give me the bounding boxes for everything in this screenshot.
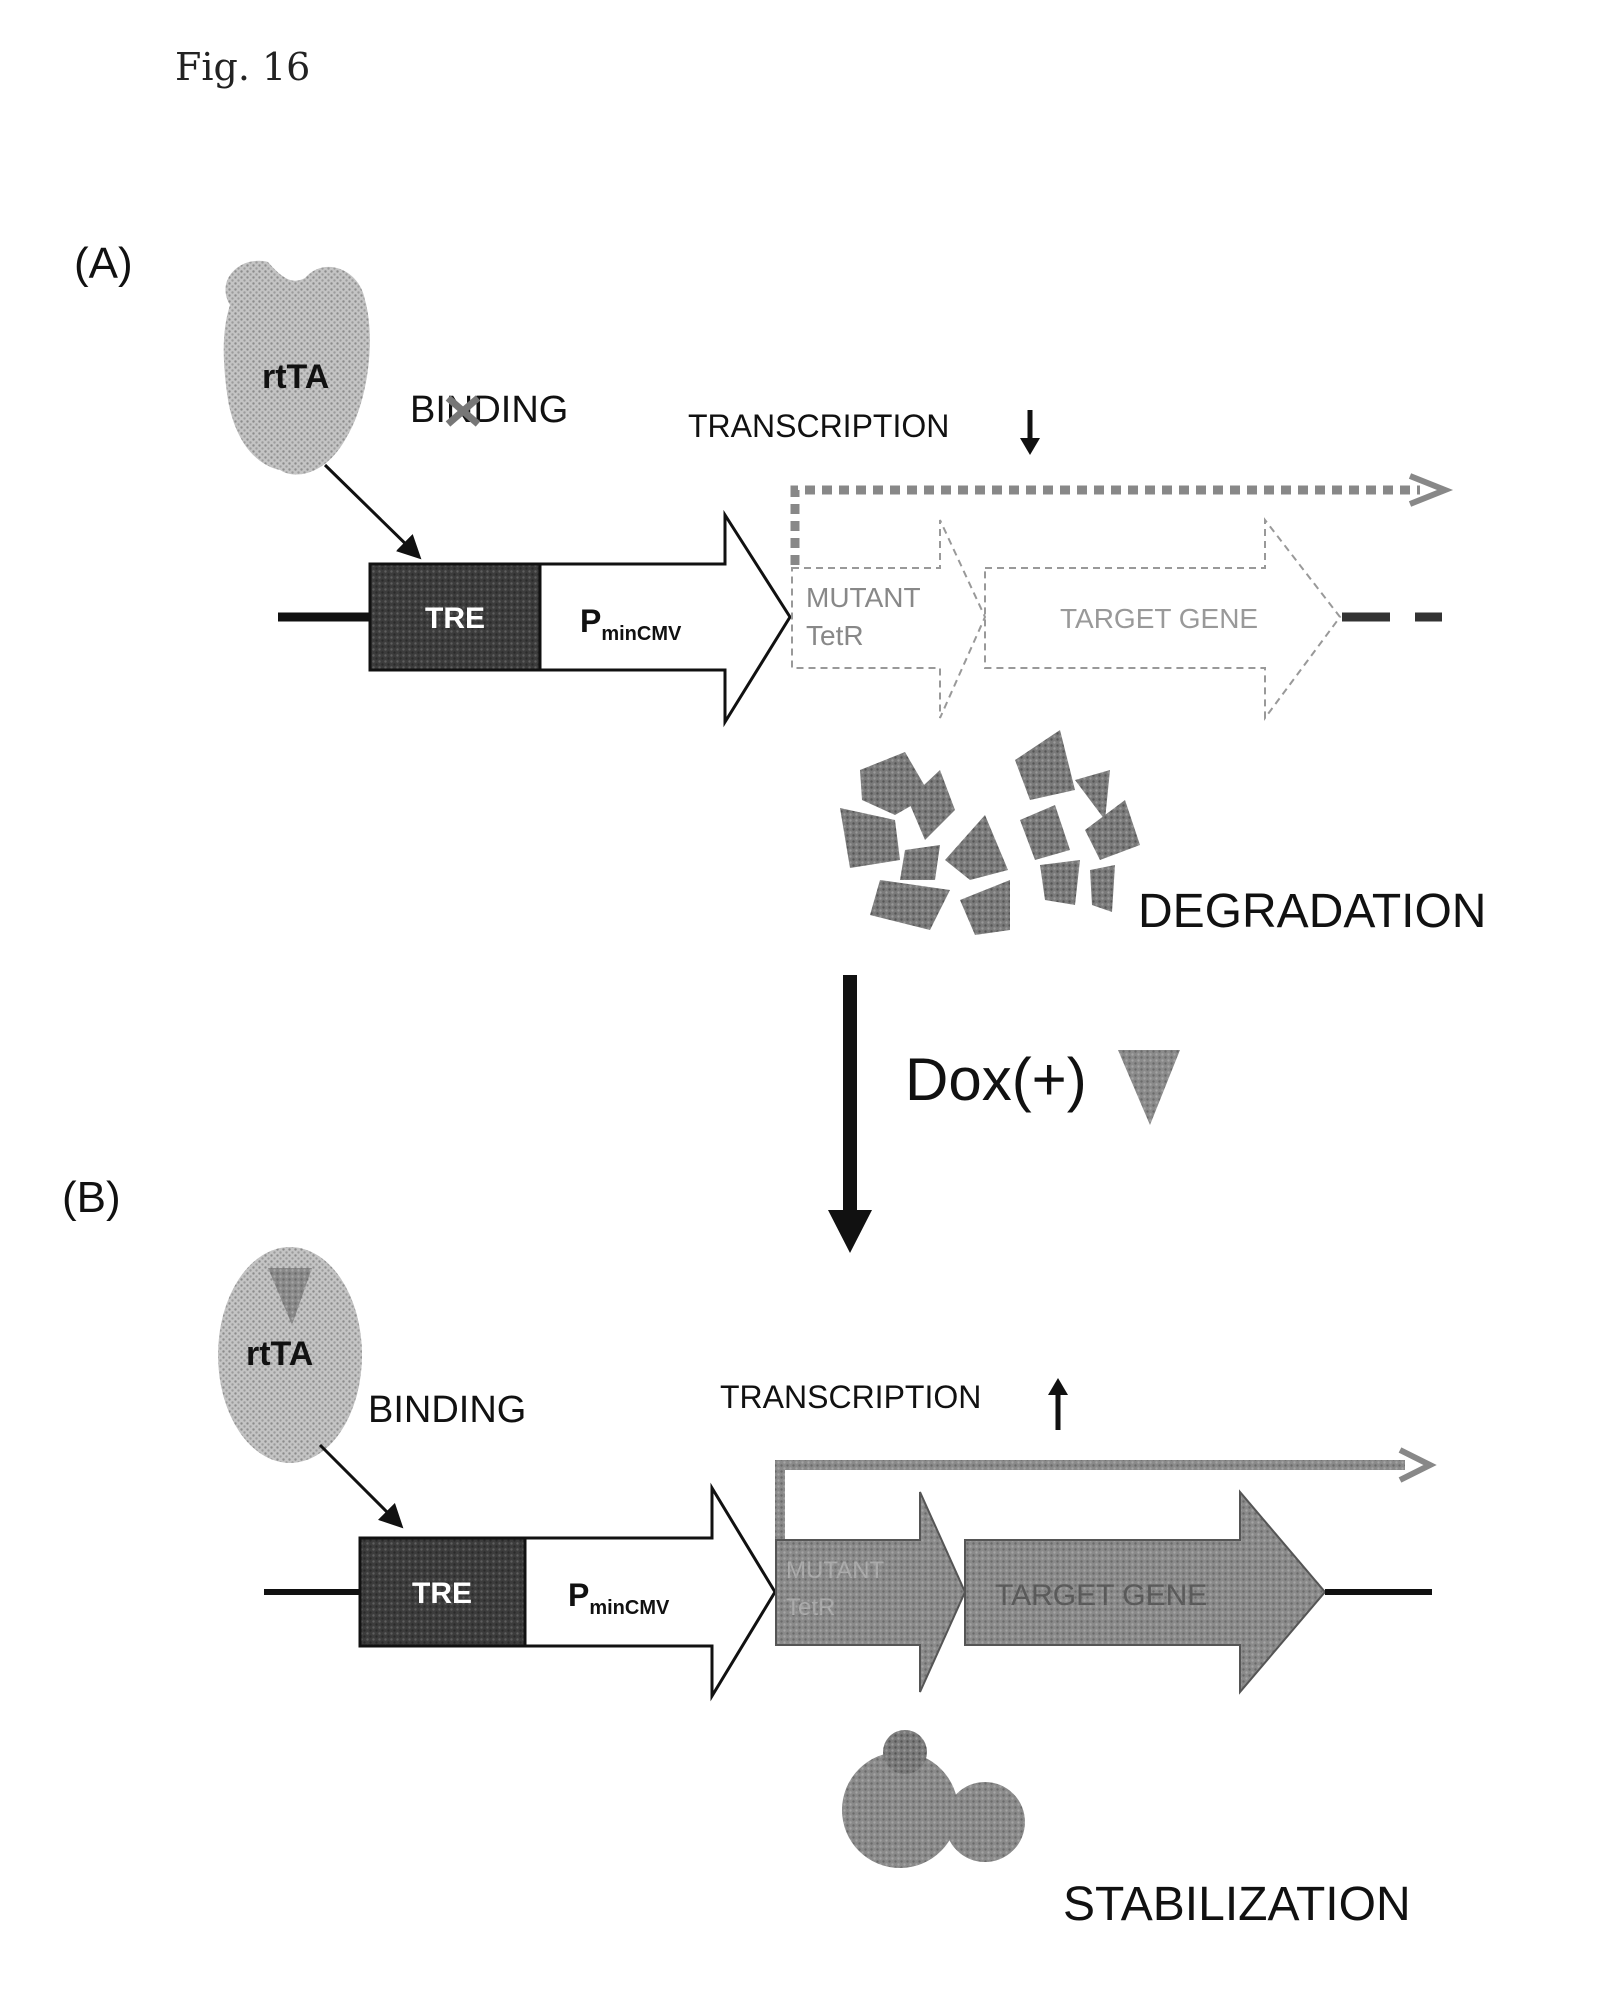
transcription-label-b: TRANSCRIPTION [720, 1379, 981, 1415]
promoter-arrow-b [525, 1488, 775, 1696]
tetr-label-a: TetR [806, 620, 864, 651]
rtta-label-a: rtTA [262, 358, 329, 396]
degradation-label: DEGRADATION [1138, 885, 1486, 938]
degraded-protein-fragments [840, 730, 1140, 935]
transcription-line-dotted-a [795, 490, 1420, 565]
tre-label-a: TRE [425, 602, 485, 635]
mutant-label-b: MUTANT [786, 1557, 885, 1584]
promoter-arrow-a [540, 515, 790, 722]
panel-a-label: (A) [74, 239, 133, 288]
panel-a: (A) rtTA BINDING TRANSCRIPTION TRE PminC… [74, 239, 1486, 938]
rtta-label-b: rtTA [246, 1335, 313, 1373]
binding-arrow-a [325, 465, 418, 556]
panel-b: (B) rtTA BINDING TRANSCRIPTION TRE PminC… [62, 1173, 1432, 1931]
stabilized-protein [842, 1730, 1025, 1868]
binding-arrow-b [320, 1445, 400, 1525]
mutant-label-a: MUTANT [806, 582, 921, 613]
binding-label-a: BINDING [410, 389, 568, 431]
mutant-tetr-arrow-a [792, 520, 985, 718]
transcription-line-solid-b [780, 1465, 1405, 1540]
dox-label: Dox(+) [905, 1046, 1087, 1113]
dox-triangle-icon [1118, 1050, 1180, 1125]
tre-label-b: TRE [412, 1577, 472, 1610]
transcription-arrowhead-a [1410, 476, 1445, 504]
transcription-label-a: TRANSCRIPTION [688, 408, 949, 444]
target-gene-label-a: TARGET GENE [1060, 603, 1258, 634]
stabilization-label: STABILIZATION [1063, 1878, 1411, 1931]
up-arrow-icon [1048, 1378, 1068, 1430]
transition-arrow-head [828, 1210, 872, 1253]
target-gene-label-b: TARGET GENE [995, 1579, 1207, 1612]
tetr-label-b: TetR [786, 1594, 835, 1621]
dox-transition: Dox(+) [828, 975, 1180, 1253]
binding-label-b: BINDING [368, 1389, 526, 1431]
mutant-tetr-arrow-b [776, 1492, 965, 1692]
figure-label: Fig. 16 [175, 45, 310, 89]
down-arrow-icon [1020, 410, 1040, 455]
panel-b-label: (B) [62, 1173, 121, 1222]
